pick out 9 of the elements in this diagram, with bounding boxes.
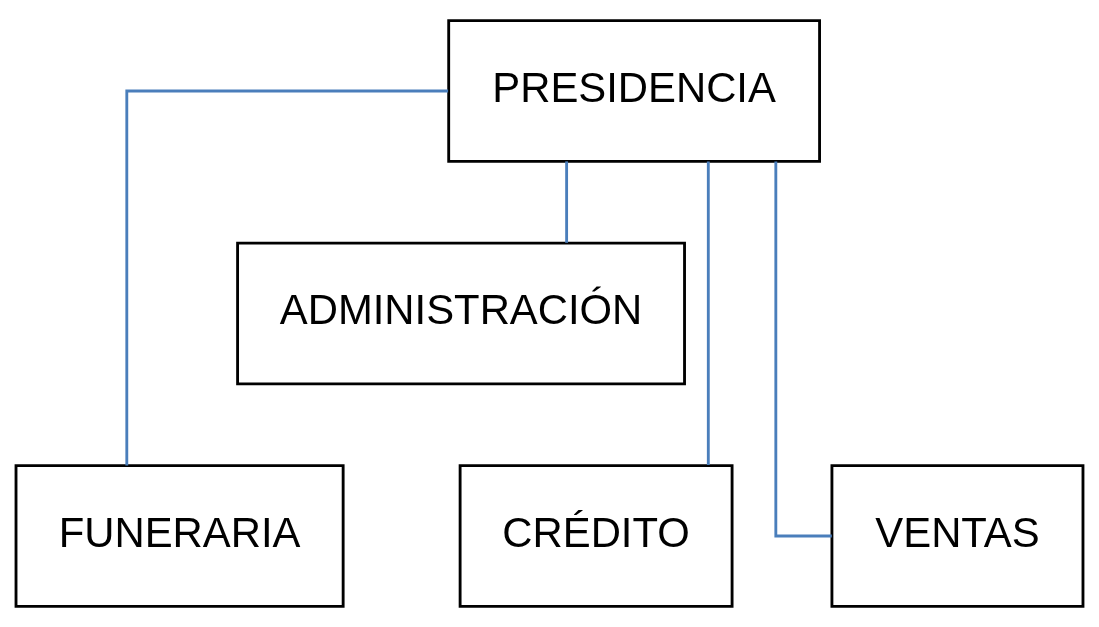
connector: [125, 89, 449, 466]
node-box: CRÉDITO: [458, 464, 734, 608]
node-box: PRESIDENCIA: [447, 19, 821, 163]
connector: [565, 161, 569, 243]
node-box: ADMINISTRACIÓN: [236, 241, 686, 386]
node-box: FUNERARIA: [14, 464, 345, 608]
connector: [774, 161, 832, 538]
connector: [706, 161, 710, 466]
node-box: VENTAS: [830, 464, 1085, 608]
